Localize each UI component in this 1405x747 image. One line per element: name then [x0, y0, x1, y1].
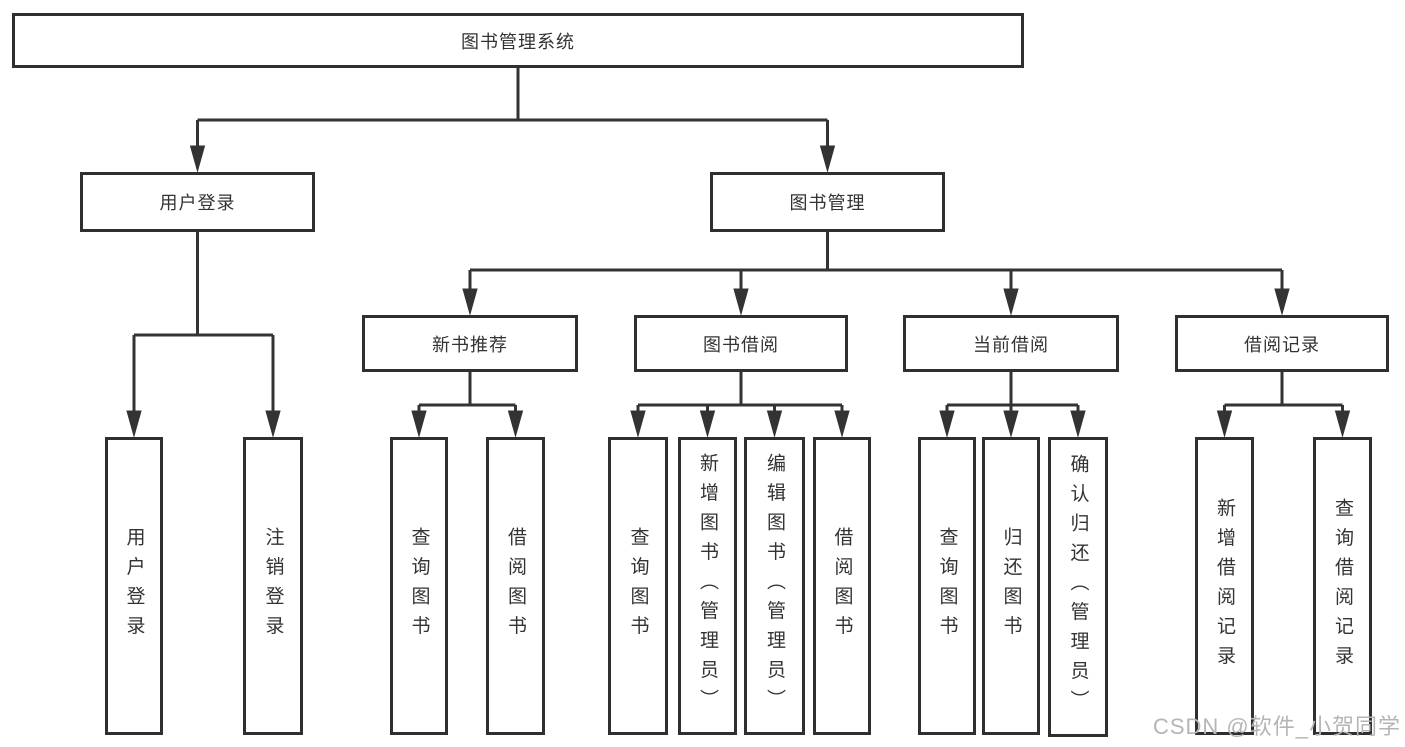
node-current-borrow: 当前借阅	[903, 315, 1119, 372]
leaf-bb-query-books-label: 查询图书	[627, 527, 649, 645]
leaf-logout-label: 注销登录	[262, 527, 284, 645]
node-book-mgmt: 图书管理	[710, 172, 945, 232]
leaf-user-login-label: 用户登录	[123, 527, 145, 645]
leaf-cb-return-books-label: 归还图书	[1000, 527, 1022, 645]
node-book-mgmt-label: 图书管理	[789, 193, 866, 213]
node-new-book-rec-label: 新书推荐	[432, 334, 508, 355]
leaf-user-login: 用户登录	[105, 437, 163, 735]
node-borrow-record: 借阅记录	[1175, 315, 1389, 372]
node-book-borrow-label: 图书借阅	[703, 334, 779, 355]
leaf-bb-edit-books-admin: 编辑图书（管理员）	[744, 437, 805, 735]
node-new-book-rec: 新书推荐	[362, 315, 578, 372]
node-root-label: 图书管理系统	[461, 31, 575, 52]
leaf-cb-return-books: 归还图书	[982, 437, 1040, 735]
leaf-cb-query-books: 查询图书	[918, 437, 976, 735]
leaf-bb-edit-books-admin-label: 编辑图书（管理员）	[764, 453, 785, 719]
leaf-logout: 注销登录	[243, 437, 303, 735]
leaf-nbr-query-books: 查询图书	[390, 437, 448, 735]
leaf-cb-query-books-label: 查询图书	[936, 527, 958, 645]
leaf-cb-confirm-return-admin: 确认归还（管理员）	[1048, 437, 1108, 737]
leaf-bb-borrow-books: 借阅图书	[813, 437, 871, 735]
leaf-bb-add-books-admin-label: 新增图书（管理员）	[697, 453, 718, 719]
leaf-br-add-record-label: 新增借阅记录	[1214, 497, 1235, 675]
leaf-br-add-record: 新增借阅记录	[1195, 437, 1254, 735]
node-root: 图书管理系统	[12, 13, 1024, 68]
node-user-login-label: 用户登录	[159, 193, 236, 213]
node-borrow-record-label: 借阅记录	[1244, 334, 1320, 355]
node-book-borrow: 图书借阅	[634, 315, 848, 372]
leaf-bb-add-books-admin: 新增图书（管理员）	[678, 437, 737, 735]
node-user-login: 用户登录	[80, 172, 315, 232]
leaf-bb-borrow-books-label: 借阅图书	[831, 527, 853, 645]
node-current-borrow-label: 当前借阅	[973, 334, 1049, 355]
leaf-br-query-record-label: 查询借阅记录	[1332, 497, 1353, 675]
leaf-nbr-borrow-books-label: 借阅图书	[505, 527, 526, 645]
leaf-br-query-record: 查询借阅记录	[1313, 437, 1372, 735]
leaf-nbr-borrow-books: 借阅图书	[486, 437, 545, 735]
watermark: CSDN @软件_小贺同学	[1152, 714, 1401, 739]
leaf-bb-query-books: 查询图书	[608, 437, 668, 735]
leaf-cb-confirm-return-admin-label: 确认归还（管理员）	[1067, 454, 1089, 720]
leaf-nbr-query-books-label: 查询图书	[408, 527, 430, 645]
